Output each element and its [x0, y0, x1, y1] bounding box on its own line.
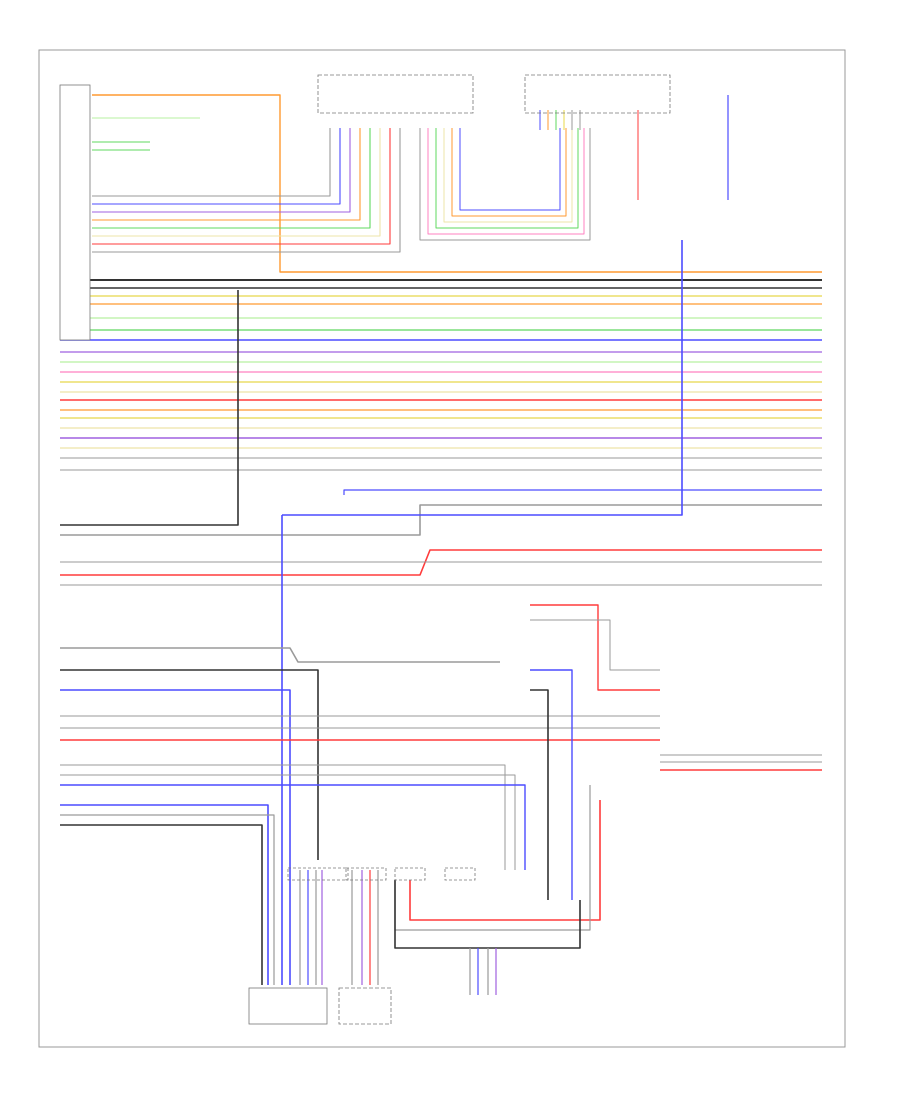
bottom-module-box-2 [338, 987, 392, 1025]
wire-gray-low-4 [60, 764, 506, 870]
wire-red-right-1 [530, 604, 660, 691]
left-module-box [59, 84, 91, 341]
wire-black-right-1 [530, 689, 549, 900]
top-connector-box-2 [524, 74, 671, 114]
wire-red-right-2 [409, 800, 601, 921]
wire-blue-low-2 [60, 784, 526, 870]
wire-black-right-2 [394, 880, 581, 949]
bottom-connector-outline-2 [394, 867, 426, 881]
bottom-module-box-1 [248, 987, 328, 1025]
wire-red-top [92, 94, 822, 273]
bottom-connector-outline-0 [287, 867, 349, 881]
wire-connector1-loop-2 [435, 128, 579, 229]
bottom-connector-outline-1 [345, 867, 387, 881]
wire-gray-low-5 [60, 774, 516, 870]
wire-gray-low-1 [60, 647, 500, 663]
wire-left-to-connector-6 [92, 128, 391, 245]
wire-gray-low-6 [60, 814, 275, 985]
wire-blue-right-1 [530, 669, 573, 900]
wire-blue-vert-2 [282, 240, 683, 516]
wire-left-to-connector-7 [92, 128, 401, 253]
wire-connector1-loop-1 [427, 128, 585, 235]
wire-connector1-loop-3 [443, 128, 573, 223]
wire-left-to-connector-2 [92, 128, 351, 213]
wire-gray-right-2 [394, 785, 591, 931]
wire-black-mid [60, 290, 239, 526]
wire-gray-right-1 [530, 619, 660, 671]
bottom-connector-outline-3 [444, 867, 476, 881]
wire-blue-low-3 [60, 804, 269, 985]
wire-left-to-connector-4 [92, 128, 371, 229]
wire-connector1-loop-5 [459, 128, 561, 211]
top-connector-box-1 [317, 74, 474, 114]
wire-left-to-connector-5 [92, 128, 381, 237]
wire-blue-mid [343, 489, 822, 495]
diagram-frame [38, 49, 846, 1048]
wire-left-to-connector-3 [92, 128, 361, 221]
wire-connector1-loop-4 [451, 128, 567, 217]
wire-layer [60, 94, 822, 995]
wire-blue-low [60, 689, 291, 985]
wire-left-to-connector-0 [92, 128, 331, 197]
wire-gray-mid [60, 504, 822, 536]
wire-black-low [60, 669, 319, 860]
wire-left-to-connector-1 [92, 128, 341, 205]
wire-connector1-loop-0 [419, 128, 591, 241]
wire-black-low-2 [60, 824, 263, 985]
